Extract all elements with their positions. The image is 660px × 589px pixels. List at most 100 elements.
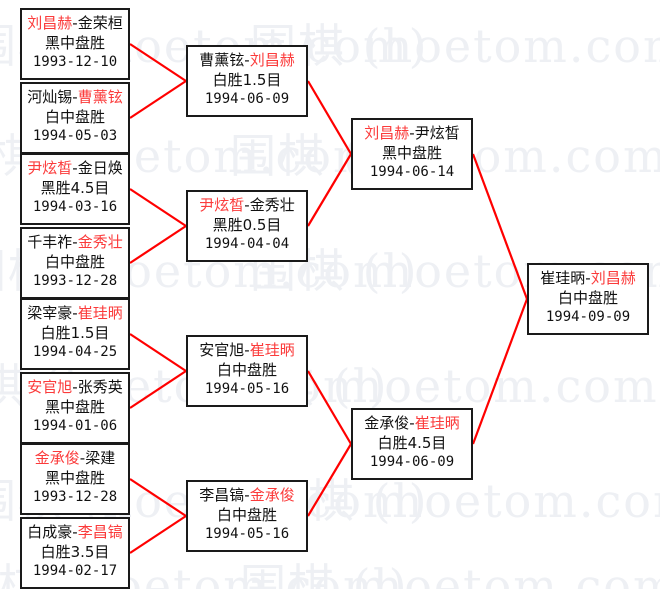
- player-separator: -: [72, 523, 78, 541]
- match-date: 1994-01-06: [32, 418, 118, 434]
- match-box[interactable]: 刘昌赫-尹炫皙黑中盘胜 1994-06-14: [351, 118, 473, 190]
- player-separator: -: [72, 159, 78, 177]
- watermark-text: 围棋 (hoetom.com): [240, 559, 660, 589]
- winner-name: 刘昌赫: [27, 14, 73, 32]
- loser-name: 金秀壮: [249, 196, 295, 214]
- loser-name: 千丰祚: [27, 233, 73, 251]
- loser-name: 梁建: [85, 449, 116, 467]
- match-result: 白中盘胜: [44, 253, 105, 271]
- loser-name: 尹炫皙: [414, 124, 460, 142]
- bracket-connector: [307, 443, 352, 517]
- match-result: 白中盘胜: [44, 108, 105, 126]
- winner-name: 金承俊: [249, 486, 295, 504]
- winner-name: 刘昌赫: [590, 269, 636, 287]
- match-players: 河灿锡-曹薰铉: [22, 87, 128, 107]
- player-separator: -: [244, 341, 250, 359]
- bracket-connector: [129, 43, 187, 82]
- match-players: 金承俊-崔珪昞: [353, 413, 471, 433]
- match-date: 1993-12-28: [32, 489, 118, 505]
- loser-name: 梁宰豪: [27, 304, 73, 322]
- match-result: 白胜1.5目: [40, 324, 110, 342]
- match-box[interactable]: 刘昌赫-金荣桓黑中盘胜 1993-12-10: [20, 8, 130, 80]
- player-separator: -: [72, 233, 78, 251]
- match-date: 1994-05-03: [32, 128, 118, 144]
- match-players: 尹炫皙-金秀壮: [188, 195, 306, 215]
- match-result: 白胜3.5目: [40, 543, 110, 561]
- match-date: 1994-09-09: [545, 309, 631, 325]
- bracket-connector: [129, 225, 187, 264]
- match-players: 安官旭-崔珪昞: [188, 340, 306, 360]
- player-separator: -: [72, 304, 78, 322]
- match-date: 1994-03-16: [32, 199, 118, 215]
- winner-name: 刘昌赫: [364, 124, 410, 142]
- loser-name: 曹薰铉: [199, 51, 245, 69]
- match-result: 白中盘胜: [216, 506, 277, 524]
- match-date: 1994-06-14: [369, 164, 455, 180]
- match-date: 1994-04-04: [204, 236, 290, 252]
- winner-name: 曹薰铉: [77, 88, 123, 106]
- loser-name: 河灿锡: [27, 88, 73, 106]
- loser-name: 白成豪: [27, 523, 73, 541]
- match-result: 黑中盘胜: [44, 469, 105, 487]
- match-players: 崔珪昞-刘昌赫: [529, 268, 647, 288]
- bracket-connector: [471, 153, 529, 300]
- match-result: 白胜4.5目: [377, 434, 447, 452]
- winner-name: 金秀壮: [77, 233, 123, 251]
- player-separator: -: [244, 51, 250, 69]
- winner-name: 崔珪昞: [414, 414, 460, 432]
- match-result: 黑中盘胜: [381, 144, 442, 162]
- match-result: 黑胜4.5目: [40, 179, 110, 197]
- match-result: 黑中盘胜: [44, 34, 105, 52]
- loser-name: 李昌镐: [199, 486, 245, 504]
- player-separator: -: [409, 414, 415, 432]
- player-separator: -: [72, 88, 78, 106]
- winner-name: 尹炫皙: [199, 196, 245, 214]
- bracket-connector: [471, 298, 529, 445]
- match-players: 白成豪-李昌镐: [22, 522, 128, 542]
- match-players: 金承俊-梁建: [22, 448, 128, 468]
- match-result: 白中盘胜: [216, 361, 277, 379]
- bracket-connector: [129, 333, 187, 372]
- loser-name: 崔珪昞: [540, 269, 586, 287]
- match-date: 1994-05-16: [204, 526, 290, 542]
- match-box[interactable]: 金承俊-梁建黑中盘胜 1993-12-28: [20, 443, 130, 515]
- match-date: 1994-04-25: [32, 344, 118, 360]
- winner-name: 安官旭: [27, 378, 73, 396]
- bracket-connector: [129, 188, 187, 227]
- player-separator: -: [244, 486, 250, 504]
- player-separator: -: [72, 14, 78, 32]
- bracket-connector: [129, 515, 187, 554]
- match-box[interactable]: 梁宰豪-崔珪昞白胜1.5目 1994-04-25: [20, 298, 130, 370]
- winner-name: 李昌镐: [77, 523, 123, 541]
- match-result: 白胜1.5目: [212, 71, 282, 89]
- match-players: 安官旭-张秀英: [22, 377, 128, 397]
- winner-name: 刘昌赫: [249, 51, 295, 69]
- player-separator: -: [244, 196, 250, 214]
- match-players: 李昌镐-金承俊: [188, 485, 306, 505]
- player-separator: -: [585, 269, 591, 287]
- winner-name: 尹炫皙: [27, 159, 73, 177]
- loser-name: 金承俊: [364, 414, 410, 432]
- winner-name: 崔珪昞: [77, 304, 123, 322]
- bracket-connector: [307, 80, 352, 155]
- player-separator: -: [409, 124, 415, 142]
- winner-name: 崔珪昞: [249, 341, 295, 359]
- match-players: 刘昌赫-金荣桓: [22, 13, 128, 33]
- match-date: 1994-02-17: [32, 563, 118, 579]
- winner-name: 金承俊: [34, 449, 80, 467]
- match-players: 曹薰铉-刘昌赫: [188, 50, 306, 70]
- match-date: 1994-06-09: [204, 91, 290, 107]
- match-date: 1993-12-10: [32, 54, 118, 70]
